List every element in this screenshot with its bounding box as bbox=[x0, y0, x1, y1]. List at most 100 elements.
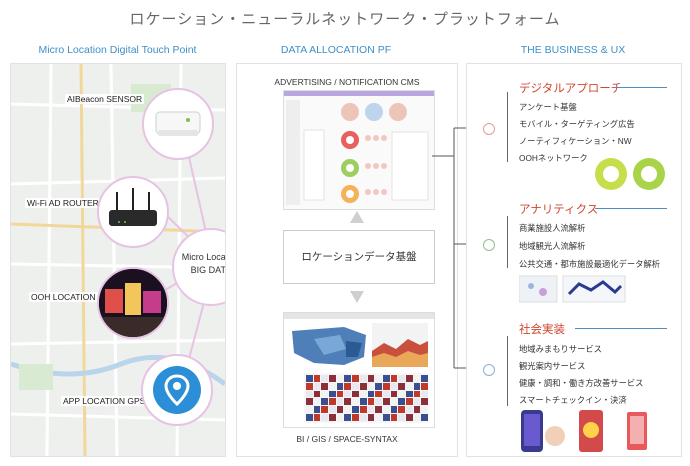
beacon-sensor-image bbox=[142, 88, 214, 160]
heatmap-cell bbox=[344, 382, 352, 390]
heatmap-cell bbox=[413, 406, 421, 414]
heatmap-cell bbox=[306, 406, 313, 414]
micro-location-big-data-hub: Micro Location BIG DATA bbox=[172, 228, 225, 306]
heatmap-cell bbox=[344, 414, 352, 421]
heatmap-cell bbox=[306, 375, 313, 382]
analytics-item: 商業施設人流解析 bbox=[519, 223, 586, 233]
heatmap-cell bbox=[405, 398, 413, 406]
section-node-digital bbox=[483, 123, 495, 135]
heatmap-cell bbox=[344, 390, 352, 398]
heatmap-cell bbox=[375, 375, 382, 382]
ooh-network-logos bbox=[595, 158, 665, 190]
signage-icon bbox=[99, 269, 167, 337]
heatmap-cell bbox=[413, 375, 421, 382]
heatmap-cell bbox=[367, 382, 375, 390]
section-title-digital-approach: デジタルアプローチ bbox=[519, 83, 623, 95]
section-title-social-implementation: 社会実装 bbox=[519, 324, 565, 336]
heatmap-cell bbox=[398, 375, 405, 382]
heatmap-cell bbox=[421, 398, 428, 406]
heatmap-cell bbox=[413, 398, 421, 406]
heatmap-cell bbox=[359, 375, 367, 382]
heatmap-cell bbox=[329, 375, 336, 382]
heatmap-cell bbox=[382, 382, 390, 390]
heatmap-cell bbox=[352, 375, 359, 382]
heatmap-cell bbox=[375, 390, 382, 398]
heatmap-cell bbox=[405, 414, 413, 421]
heatmap-cell bbox=[329, 382, 336, 390]
heatmap-cell bbox=[306, 390, 313, 398]
heatmap-cell bbox=[313, 390, 321, 398]
arrow-up-icon bbox=[350, 211, 364, 223]
router-icon bbox=[109, 188, 157, 226]
heatmap-cell bbox=[375, 414, 382, 421]
section-node-social bbox=[483, 364, 495, 376]
touchpoint-label-beacon: AIBeacon SENSOR bbox=[65, 94, 145, 104]
section-rule-digital bbox=[615, 87, 667, 88]
heatmap-cell bbox=[390, 398, 398, 406]
heatmap-cell bbox=[313, 382, 321, 390]
heatmap-cell bbox=[336, 375, 344, 382]
heatmap-cell bbox=[421, 375, 428, 382]
heatmap-cell bbox=[375, 382, 382, 390]
heatmap-cell bbox=[352, 390, 359, 398]
heatmap-cell bbox=[382, 414, 390, 421]
heatmap-cell bbox=[390, 406, 398, 414]
analytics-map-thumbnails bbox=[519, 275, 626, 303]
heatmap-cell bbox=[321, 398, 329, 406]
data-allocation-panel: ADVERTISING / NOTIFICATION CMS bbox=[236, 63, 458, 457]
section-bracket-social bbox=[507, 336, 508, 406]
cms-dashboard-graphic bbox=[286, 100, 429, 205]
heatmap-cell bbox=[313, 406, 321, 414]
social-item: スマートチェックイン・決済 bbox=[519, 395, 627, 405]
heatmap-cell bbox=[352, 406, 359, 414]
bi-gis-screenshot bbox=[283, 312, 435, 428]
heatmap-cell bbox=[405, 375, 413, 382]
heatmap-cell bbox=[359, 406, 367, 414]
heatmap-cell bbox=[405, 382, 413, 390]
cms-label: ADVERTISING / NOTIFICATION CMS bbox=[274, 77, 420, 87]
heatmap-cell bbox=[405, 390, 413, 398]
heatmap-cell bbox=[390, 390, 398, 398]
heatmap-cell bbox=[329, 406, 336, 414]
heatmap-cell bbox=[359, 398, 367, 406]
heatmap-cell bbox=[321, 390, 329, 398]
heatmap-cell bbox=[336, 390, 344, 398]
section-bracket-digital bbox=[507, 92, 508, 162]
heatmap-cell bbox=[336, 398, 344, 406]
heatmap-cell bbox=[329, 398, 336, 406]
column-heading-data-allocation: DATA ALLOCATION PF bbox=[280, 44, 392, 56]
heatmap-cell bbox=[359, 390, 367, 398]
social-item: 地域みまもりサービス bbox=[519, 344, 602, 354]
heatmap-cell bbox=[344, 375, 352, 382]
city-map-panel: AIBeacon SENSOR Wi-Fi AD ROUTER OOH LOCA… bbox=[10, 63, 226, 457]
touchpoint-label-router: Wi-Fi AD ROUTER bbox=[25, 198, 101, 208]
column-heading-touch-point: Micro Location Digital Touch Point bbox=[38, 44, 197, 56]
heatmap-cell bbox=[336, 382, 344, 390]
column-heading-business: THE BUSINESS & UX bbox=[520, 44, 626, 56]
heatmap-cell bbox=[421, 414, 428, 421]
heatmap-cell bbox=[336, 414, 344, 421]
heatmap-cell bbox=[321, 375, 329, 382]
heatmap-cell bbox=[398, 414, 405, 421]
cms-dashboard-screenshot bbox=[283, 90, 435, 210]
heatmap-cell bbox=[321, 382, 329, 390]
analytics-item: 公共交通・都市施設最適化データ解析 bbox=[519, 259, 661, 269]
heatmap-cell bbox=[359, 382, 367, 390]
heatmap-cell bbox=[313, 398, 321, 406]
location-pin-icon bbox=[153, 366, 201, 414]
ooh-location-image bbox=[97, 267, 169, 339]
section-title-analytics: アナリティクス bbox=[519, 204, 599, 216]
heatmap-cell bbox=[344, 406, 352, 414]
heatmap-cell bbox=[352, 382, 359, 390]
heatmap-cell bbox=[359, 414, 367, 421]
page-title: ロケーション・ニューラルネットワーク・プラットフォーム bbox=[129, 11, 561, 28]
social-item: 観光案内サービス bbox=[519, 361, 586, 371]
heatmap-cell bbox=[367, 390, 375, 398]
heatmap-cell bbox=[306, 414, 313, 421]
heatmap-cell bbox=[390, 414, 398, 421]
arrow-down-icon bbox=[350, 291, 364, 303]
bi-gis-label: BI / GIS / SPACE-SYNTAX bbox=[296, 434, 398, 444]
analytics-item: 地域観光人流解析 bbox=[519, 241, 586, 251]
heatmap-cell bbox=[352, 414, 359, 421]
heatmap-cell bbox=[375, 406, 382, 414]
